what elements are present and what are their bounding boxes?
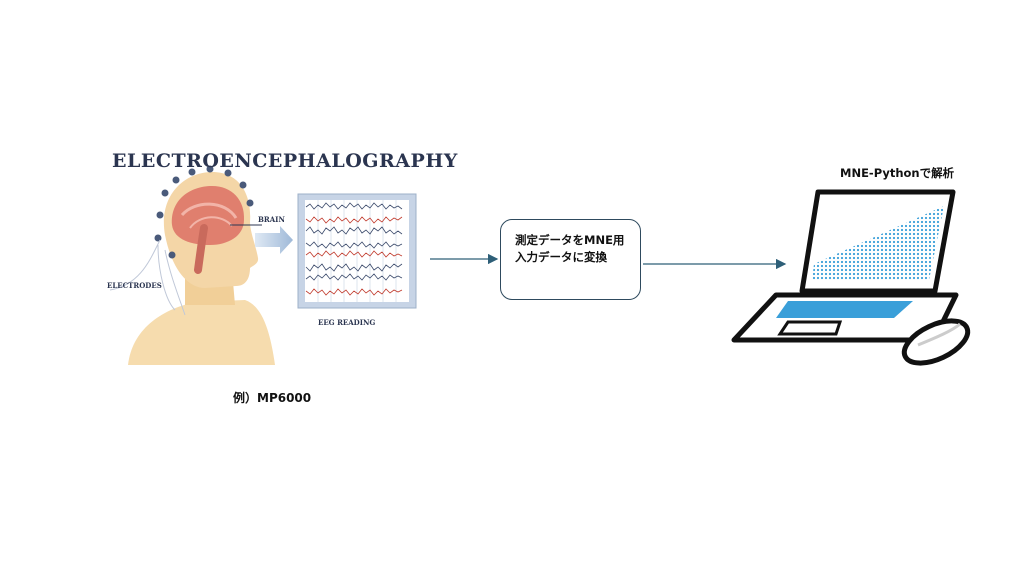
brain-stem <box>194 224 208 274</box>
laptop-touchpad <box>777 320 843 336</box>
laptop-screen-fill <box>812 206 944 280</box>
laptop-keyboard <box>776 301 913 318</box>
pc-analysis-label: MNE-Pythonで解析 <box>840 166 955 180</box>
electrode-wires <box>109 239 186 316</box>
head-illustration <box>109 165 275 365</box>
brain-shape <box>171 186 245 245</box>
device-caption: 例）MP6000 <box>233 391 312 405</box>
electrodes-label: ELECTRODES <box>107 281 162 290</box>
thick-arrow <box>255 226 293 254</box>
laptop-icon <box>731 189 959 343</box>
eeg-reading-panel <box>297 193 417 309</box>
electrodes <box>154 165 254 259</box>
eeg-traces <box>305 202 403 296</box>
brain-label: BRAIN <box>258 215 285 224</box>
illustration-title: ELECTROENCEPHALOGRAPHY <box>112 150 458 172</box>
shoulders <box>128 300 275 365</box>
mouse-icon <box>901 318 971 366</box>
eeg-reading-label: EEG READING <box>318 318 376 327</box>
conversion-process-box: 測定データをMNE用 入力データに変換 <box>500 219 641 300</box>
process-box-line2: 入力データに変換 <box>515 250 607 264</box>
process-box-line1: 測定データをMNE用 <box>515 233 625 247</box>
